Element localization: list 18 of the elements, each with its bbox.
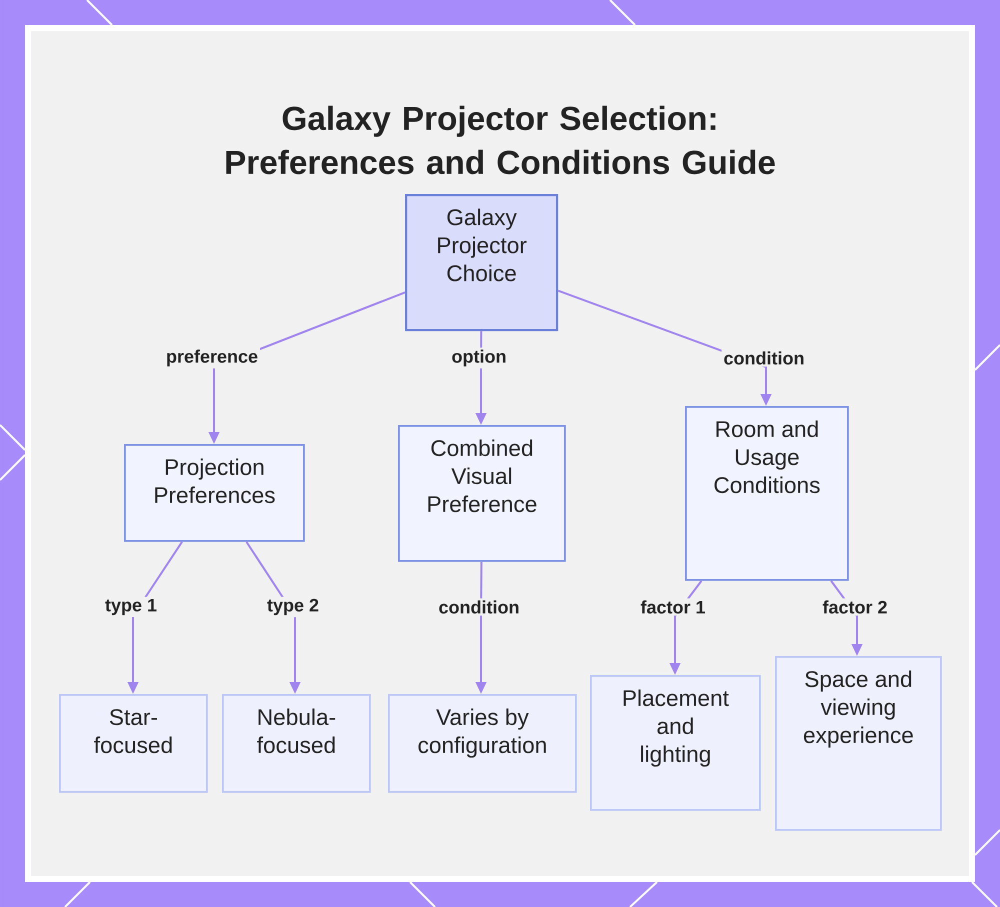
branch-box: Combined Visual Preference	[398, 425, 566, 562]
edge-label: factor 1	[638, 598, 708, 616]
leaf-box: Placement and lighting	[590, 675, 761, 811]
leaf-box: Varies by configuration	[388, 694, 577, 793]
edge-label: condition	[436, 598, 522, 616]
leaf-box: Star-focused	[59, 694, 208, 793]
edge-label: condition	[722, 349, 806, 367]
branch-box: Room and Usage Conditions	[685, 406, 849, 581]
edge-label: type 2	[265, 596, 322, 618]
leaf-box: Space and viewing experience	[775, 656, 942, 831]
root-box: Galaxy Projector Choice	[405, 194, 558, 332]
edge-label: option	[450, 348, 508, 368]
leaf-box: Nebula-focused	[222, 694, 371, 793]
title: Galaxy Projector Selection: Preferences and Conditions Guide	[226, 106, 775, 174]
branch-box: Projection Preferences	[124, 444, 305, 542]
edge-label: factor 2	[820, 598, 890, 616]
edge-label: type 1	[103, 596, 160, 618]
edge-label: preference	[164, 348, 260, 368]
